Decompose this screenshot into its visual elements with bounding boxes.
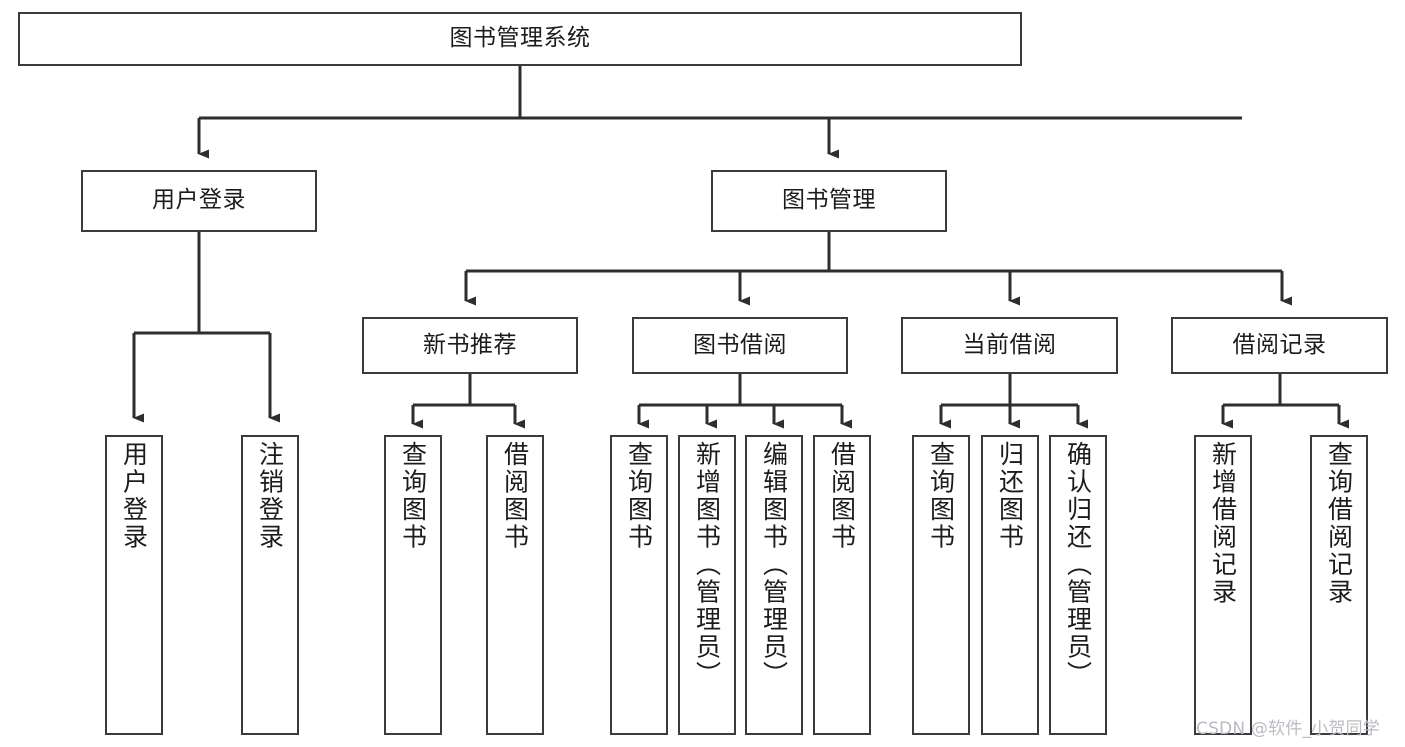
leaf-borrow-borrow-book-label: 借阅图书 [827,441,857,551]
leaf-borrow-query-book-label: 查询图书 [624,441,654,551]
leaf-record-query-record-label: 查询借阅记录 [1324,441,1354,606]
leaf-record-query-record[interactable]: 查询借阅记录 [1310,435,1368,735]
node-root[interactable]: 图书管理系统 [18,12,1022,66]
node-new-book-recommend[interactable]: 新书推荐 [362,317,578,374]
node-book-borrow[interactable]: 图书借阅 [632,317,848,374]
leaf-borrow-query-book[interactable]: 查询图书 [610,435,668,735]
node-book-borrow-label: 图书借阅 [693,331,787,358]
node-user-login[interactable]: 用户登录 [81,170,317,232]
leaf-borrow-edit-book-admin[interactable]: 编辑图书（管理员） [745,435,803,735]
leaf-borrow-add-book-admin-label: 新增图书（管理员） [692,441,722,689]
leaf-recommend-borrow-book-label: 借阅图书 [500,441,530,551]
csdn-watermark: CSDN @软件_小贺同学 [1196,719,1380,739]
node-borrow-record[interactable]: 借阅记录 [1171,317,1388,374]
leaf-current-query-book-label: 查询图书 [926,441,956,551]
leaf-current-query-book[interactable]: 查询图书 [912,435,970,735]
leaf-current-return-book-label: 归还图书 [995,441,1025,551]
node-current-borrow[interactable]: 当前借阅 [901,317,1118,374]
leaf-user-login-login-label: 用户登录 [119,441,149,551]
node-new-book-recommend-label: 新书推荐 [423,331,517,358]
leaf-current-confirm-return-admin[interactable]: 确认归还（管理员） [1049,435,1107,735]
leaf-record-add-record[interactable]: 新增借阅记录 [1194,435,1252,735]
leaf-record-add-record-label: 新增借阅记录 [1208,441,1238,606]
node-user-login-label: 用户登录 [152,187,246,214]
leaf-borrow-add-book-admin[interactable]: 新增图书（管理员） [678,435,736,735]
leaf-recommend-query-book-label: 查询图书 [398,441,428,551]
leaf-current-return-book[interactable]: 归还图书 [981,435,1039,735]
leaf-current-confirm-return-admin-label: 确认归还（管理员） [1063,441,1093,689]
leaf-borrow-borrow-book[interactable]: 借阅图书 [813,435,871,735]
leaf-user-login-logout-label: 注销登录 [255,441,285,551]
leaf-recommend-borrow-book[interactable]: 借阅图书 [486,435,544,735]
node-borrow-record-label: 借阅记录 [1232,331,1327,358]
node-book-management[interactable]: 图书管理 [711,170,947,232]
node-root-label: 图书管理系统 [449,25,591,52]
leaf-borrow-edit-book-admin-label: 编辑图书（管理员） [759,441,789,689]
leaf-user-login-logout[interactable]: 注销登录 [241,435,299,735]
node-current-borrow-label: 当前借阅 [962,331,1057,358]
leaf-recommend-query-book[interactable]: 查询图书 [384,435,442,735]
leaf-user-login-login[interactable]: 用户登录 [105,435,163,735]
node-book-management-label: 图书管理 [782,187,876,214]
